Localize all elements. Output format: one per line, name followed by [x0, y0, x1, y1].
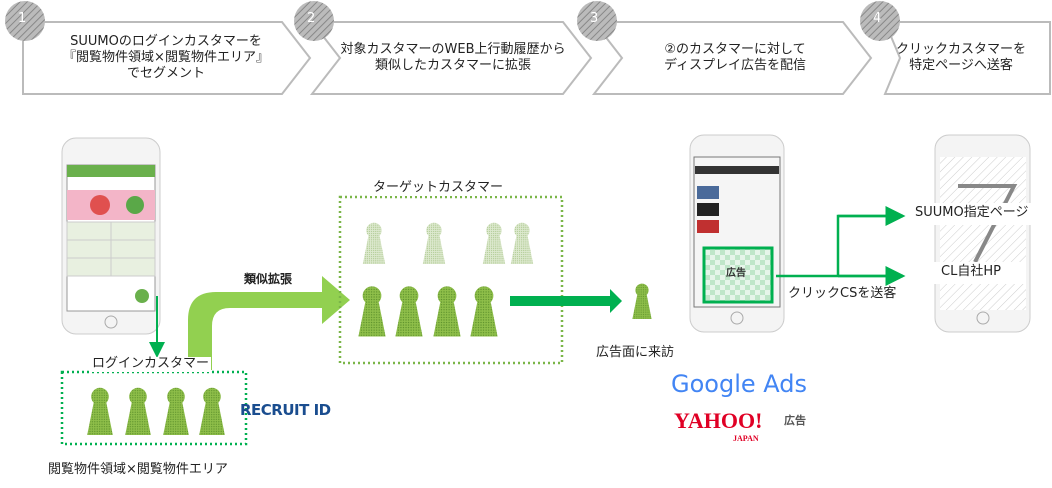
yahoo-ad-text: 広告	[784, 414, 806, 427]
step-number-circles	[5, 1, 900, 41]
step-2-number: 2	[307, 11, 316, 26]
recruit-id-logo: RECRUIT ID	[240, 401, 331, 419]
expand-label: 類似拡張	[244, 272, 293, 286]
step-1-number: 1	[18, 11, 27, 26]
step-4-number: 4	[873, 11, 882, 26]
step-1-text: SUUMOのログインカスタマーを 『閲覧物件領域×閲覧物件エリア』 でセグメント	[63, 34, 269, 81]
phone-suumo	[61, 137, 161, 335]
login-customers-label: ログインカスタマー	[90, 356, 212, 372]
step-3-text: ②のカスタマーに対して ディスプレイ広告を配信	[663, 42, 807, 73]
ad-label: 広告	[726, 268, 746, 279]
expand-arrow	[188, 276, 350, 370]
cl-hp-label: CL自社HP	[941, 264, 1001, 279]
phone-landing	[934, 134, 1031, 333]
step-4-text: クリックカスタマーを 特定ページへ送客	[895, 42, 1026, 73]
send-label: クリックCSを送客	[788, 286, 897, 301]
step-3-number: 3	[590, 11, 599, 26]
target-customer-box	[338, 195, 564, 365]
similar-persons	[362, 222, 534, 264]
phone-ad	[689, 134, 785, 333]
step-2-text: 対象カスタマーのWEB上行動履歴から 類似したカスタマーに拡張	[340, 42, 566, 73]
target-customers-label: ターゲットカスタマー	[370, 180, 507, 196]
login-customer-box	[60, 370, 248, 446]
google-ads-logo: Google Ads	[671, 370, 807, 398]
suumo-page-label: SUUMO指定ページ	[915, 205, 1029, 220]
visit-label: 広告面に来訪	[596, 345, 675, 360]
yahoo-japan-text: JAPAN	[733, 434, 759, 443]
visitor-person	[632, 283, 652, 319]
target-persons	[358, 286, 498, 337]
segment-label: 閲覧物件領域×閲覧物件エリア	[48, 462, 228, 477]
login-persons	[87, 387, 225, 435]
visit-arrow	[510, 289, 622, 313]
yahoo-logo: YAHOO!	[674, 408, 763, 433]
step-chevrons	[22, 21, 1051, 95]
